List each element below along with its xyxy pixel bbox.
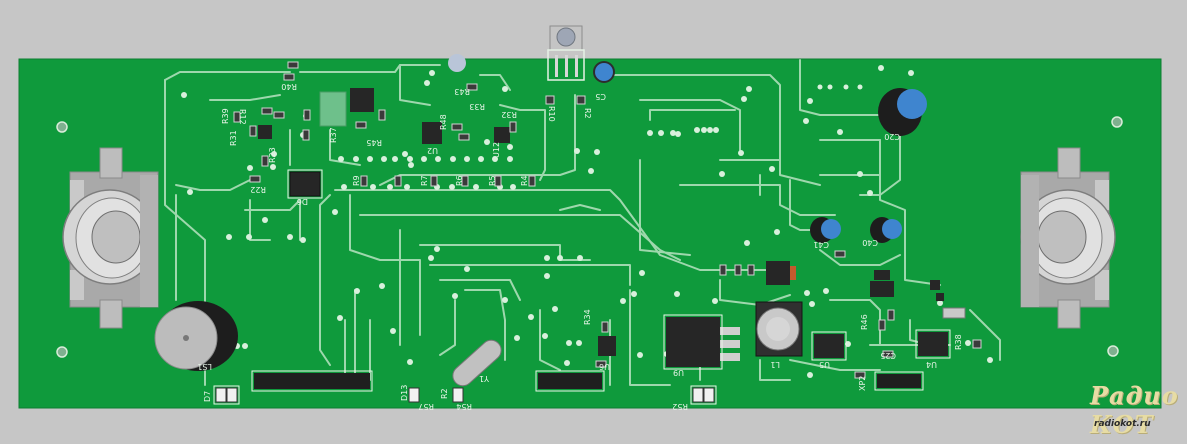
label-r6: R6	[455, 175, 464, 186]
left-battery-holder	[62, 147, 159, 329]
label-r33: R33	[469, 102, 485, 111]
label-r2b: R2	[440, 388, 449, 399]
label-d6: D6	[297, 197, 308, 206]
label-r34: R34	[583, 309, 592, 325]
label-r52: R52	[672, 402, 688, 411]
label-r57: R57	[418, 402, 434, 411]
label-d13: D13	[400, 385, 409, 401]
label-r4: R4	[520, 175, 529, 186]
label-r12: R12	[238, 109, 247, 125]
pin-headers	[254, 373, 921, 389]
silk-outlines	[213, 169, 951, 405]
label-l1: L1	[770, 360, 780, 369]
header-pads	[338, 84, 863, 190]
label-r40: R40	[281, 82, 297, 91]
smd-components	[258, 88, 966, 367]
label-c40: C40	[862, 238, 878, 247]
crystal-y1	[452, 339, 502, 387]
label-y1: Y1	[479, 374, 490, 383]
label-r43: R43	[454, 87, 470, 96]
label-u5: U5	[819, 360, 830, 369]
label-c25: C25	[880, 351, 896, 360]
label-u9: U9	[673, 368, 684, 377]
watermark-url: radiokot.ru	[1094, 419, 1151, 429]
label-xp2: XP2	[858, 376, 867, 391]
label-c41: C41	[813, 240, 829, 249]
label-r9: R9	[352, 175, 361, 186]
label-d7: D7	[203, 391, 212, 402]
label-r46: R46	[860, 314, 869, 330]
label-r22: R22	[250, 185, 266, 194]
capacitors	[448, 54, 927, 243]
vias	[181, 65, 993, 378]
label-u6: U6	[599, 362, 610, 371]
label-r5: R5	[488, 175, 497, 186]
label-c20: C20	[884, 132, 900, 141]
label-r45: R45	[366, 138, 382, 147]
mounting-holes	[56, 116, 1123, 358]
buzzer-ls1	[154, 301, 238, 371]
label-u2: U2	[427, 146, 438, 155]
right-battery-holder	[1020, 147, 1116, 329]
label-u4: U4	[926, 360, 937, 369]
label-r48: R48	[439, 114, 448, 130]
silkscreen-labels: C20 C5 C41 C40 R10 R2 R46 R38 R9 R7 R6 R…	[197, 82, 963, 411]
tact-button	[547, 25, 585, 81]
label-r31: R31	[229, 130, 238, 146]
label-r39: R39	[221, 108, 230, 124]
leds	[215, 280, 944, 403]
label-r10: R10	[547, 106, 556, 122]
label-r2: R2	[583, 108, 592, 119]
label-r54: R54	[456, 402, 472, 411]
label-r37: R37	[329, 127, 338, 143]
label-u12: U12	[492, 142, 501, 158]
label-r7: R7	[420, 175, 429, 186]
label-ls1: LS1	[197, 362, 212, 371]
label-r32: R32	[501, 110, 517, 119]
label-r23: R23	[268, 147, 277, 163]
label-r38: R38	[954, 334, 963, 350]
label-c5: C5	[595, 92, 606, 101]
resistors	[233, 61, 982, 379]
watermark-logo: Радио КОТ	[1090, 381, 1179, 439]
